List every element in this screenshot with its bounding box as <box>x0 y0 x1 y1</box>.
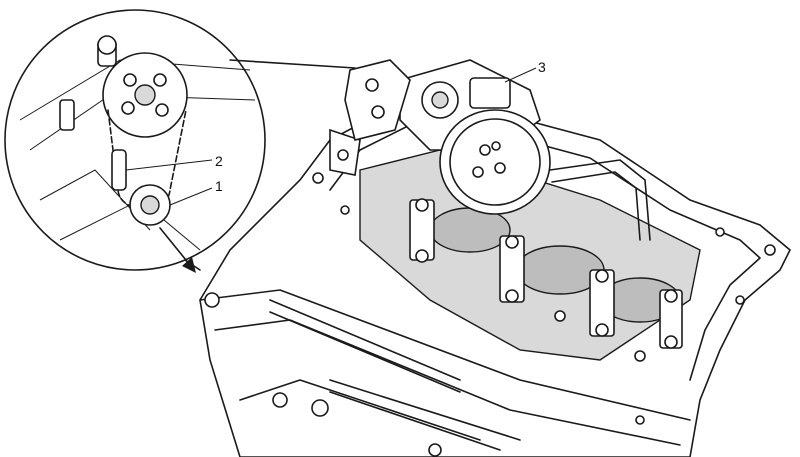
callout-1: 1 <box>169 178 223 206</box>
cap-bolts <box>415 198 678 362</box>
oil-pump <box>329 59 651 241</box>
lower-shafts <box>204 292 521 457</box>
callout-label-3: 3 <box>538 59 546 75</box>
callout-label-2: 2 <box>215 153 223 169</box>
callout-2: 2 <box>125 153 223 171</box>
callout-3: 3 <box>504 59 546 83</box>
crankshaft-area <box>359 149 701 362</box>
callout-label-1: 1 <box>215 178 223 194</box>
pointer-arrow <box>159 227 196 273</box>
bracket-plate <box>344 59 411 141</box>
detail-magnifier <box>4 9 356 271</box>
